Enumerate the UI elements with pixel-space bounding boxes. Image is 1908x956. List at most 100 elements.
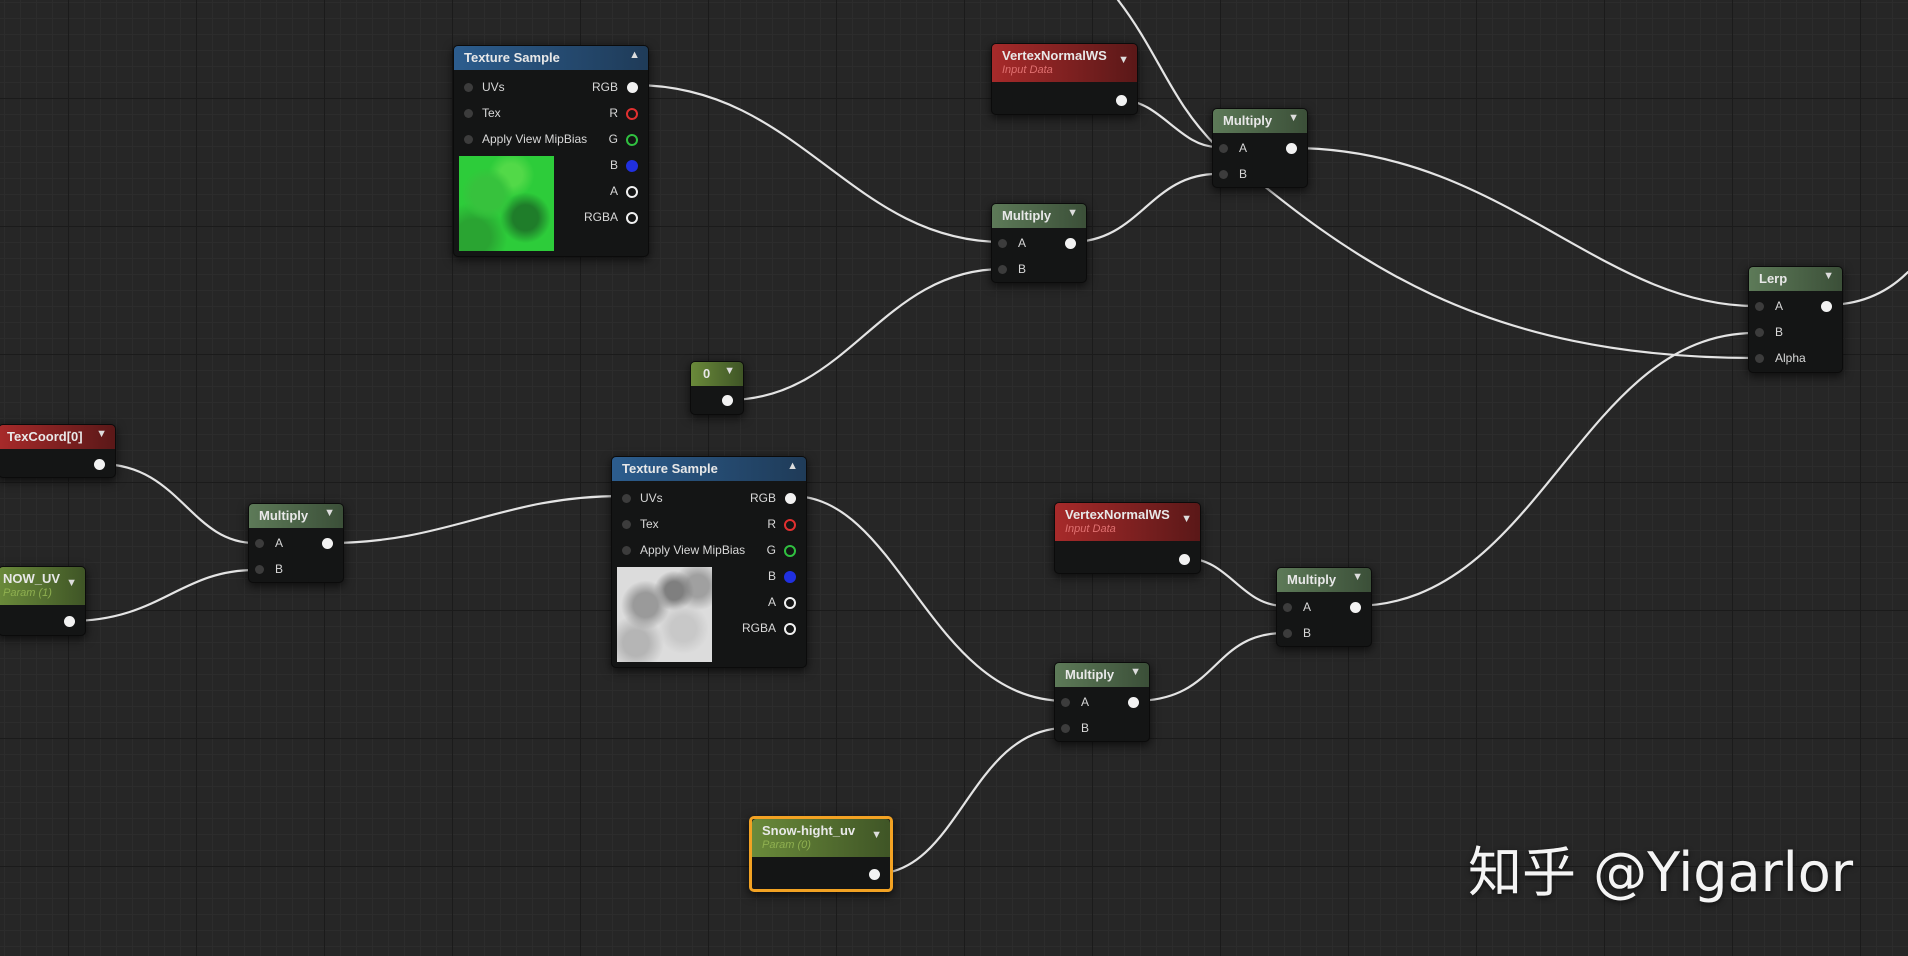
snow-height-param-node[interactable]: Snow-hight_uv Param (0) ▼ [749,816,893,892]
chevron-down-icon[interactable]: ▼ [1130,666,1141,678]
multiply-node-bottom-center[interactable]: Multiply ▼ A B [1054,662,1150,742]
node-title: Lerp [1759,271,1788,286]
output-pin[interactable] [64,616,75,627]
output-pin[interactable] [869,869,880,880]
wire [1290,146,1757,308]
node-header[interactable]: Multiply ▼ [1213,109,1307,133]
node-title: Multiply [259,508,309,523]
pin-icon [1219,170,1228,179]
pin-icon [626,186,638,198]
wire [68,568,257,623]
output-pin[interactable] [1821,301,1832,312]
output-pin[interactable] [1286,143,1297,154]
chevron-down-icon[interactable]: ▼ [1823,270,1834,282]
rgba-output-pin[interactable]: RGBA [568,208,638,228]
pin-icon [1755,328,1764,337]
chevron-down-icon[interactable]: ▼ [1352,571,1363,583]
chevron-down-icon[interactable]: ▼ [66,577,77,589]
pin-icon [255,565,264,574]
node-header[interactable]: Snow-hight_uv Param (0) ▼ [752,819,890,857]
chevron-up-icon[interactable]: ▲ [787,460,798,472]
pin-icon [626,212,638,224]
chevron-down-icon[interactable]: ▼ [324,507,335,519]
multiply-node-left[interactable]: Multiply ▼ A B [248,503,344,583]
wire [1069,172,1219,244]
multiply-node-bottom-right[interactable]: Multiply ▼ A B [1276,567,1372,647]
texture-sample-node-top[interactable]: Texture Sample ▲ UVs Tex Apply View MipB… [453,45,649,257]
g-output-pin[interactable]: G [568,130,638,150]
constant-node[interactable]: 0 ▼ [690,361,744,415]
texture-preview-thumbnail [459,156,554,251]
node-header[interactable]: Texture Sample ▲ [612,457,806,481]
pin-icon [784,545,796,557]
multiply-node-top-center[interactable]: Multiply ▼ A B [991,203,1087,283]
wire [632,83,1005,244]
rgb-output-pin[interactable]: RGB [726,489,796,509]
node-header[interactable]: VertexNormalWS Input Data ▼ [1055,503,1200,541]
node-header[interactable]: Multiply ▼ [1277,568,1371,592]
a-output-pin[interactable]: A [568,182,638,202]
pin-icon [464,109,473,118]
chevron-down-icon[interactable]: ▼ [724,365,735,377]
pin-icon [622,520,631,529]
lerp-node[interactable]: Lerp ▼ A B Alpha [1748,266,1843,373]
chevron-down-icon[interactable]: ▼ [1288,112,1299,124]
pin-icon [626,134,638,146]
texture-preview-thumbnail [617,567,712,662]
pin-icon [464,135,473,144]
node-title: TexCoord[0] [7,429,83,444]
b-output-pin[interactable]: B [568,156,638,176]
wire [1132,631,1287,703]
r-output-pin[interactable]: R [726,515,796,535]
output-pin[interactable] [322,538,333,549]
output-pin[interactable] [1179,554,1190,565]
rgb-output-pin[interactable]: RGB [568,78,638,98]
node-header[interactable]: Multiply ▼ [249,504,343,528]
node-title: Texture Sample [464,50,560,65]
node-header[interactable]: Lerp ▼ [1749,267,1842,291]
chevron-down-icon[interactable]: ▼ [1067,207,1078,219]
output-pin[interactable] [1065,238,1076,249]
chevron-down-icon[interactable]: ▼ [1181,513,1192,525]
chevron-down-icon[interactable]: ▼ [1118,54,1129,66]
chevron-down-icon[interactable]: ▼ [96,428,107,440]
node-header[interactable]: Texture Sample ▲ [454,46,648,70]
node-header[interactable]: 0 ▼ [691,362,743,386]
pin-icon [784,623,796,635]
pin-icon [627,82,638,93]
pin-icon [784,519,796,531]
texcoord-node[interactable]: TexCoord[0] ▼ [0,424,116,478]
pin-icon [622,494,631,503]
b-output-pin[interactable]: B [726,567,796,587]
pin-icon [1755,354,1764,363]
output-pin[interactable] [1350,602,1361,613]
output-pin[interactable] [1128,697,1139,708]
output-pin[interactable] [94,459,105,470]
pin-icon [464,83,473,92]
node-header[interactable]: TexCoord[0] ▼ [0,425,115,449]
node-title: NOW_UV [3,571,61,586]
node-header[interactable]: Multiply ▼ [992,204,1086,228]
multiply-node-top-right[interactable]: Multiply ▼ A B [1212,108,1308,188]
rgba-output-pin[interactable]: RGBA [726,619,796,639]
vertex-normal-ws-node-top[interactable]: VertexNormalWS Input Data ▼ [991,43,1138,115]
r-output-pin[interactable]: R [568,104,638,124]
pin-icon [1219,144,1228,153]
g-output-pin[interactable]: G [726,541,796,561]
node-title: Texture Sample [622,461,718,476]
chevron-up-icon[interactable]: ▲ [629,49,640,61]
wire [726,267,1005,402]
chevron-down-icon[interactable]: ▼ [871,829,882,841]
snow-uv-param-node[interactable]: NOW_UV Param (1) ▼ [0,566,86,636]
vertex-normal-ws-node-bottom[interactable]: VertexNormalWS Input Data ▼ [1054,502,1201,574]
node-title: VertexNormalWS [1065,507,1170,522]
output-pin[interactable] [1116,95,1127,106]
a-output-pin[interactable]: A [726,593,796,613]
node-header[interactable]: Multiply ▼ [1055,663,1149,687]
pin-icon [622,546,631,555]
texture-sample-node-bottom[interactable]: Texture Sample ▲ UVs Tex Apply View MipB… [611,456,807,668]
output-pin[interactable] [722,395,733,406]
node-header[interactable]: NOW_UV Param (1) ▼ [0,567,85,605]
node-header[interactable]: VertexNormalWS Input Data ▼ [992,44,1137,82]
